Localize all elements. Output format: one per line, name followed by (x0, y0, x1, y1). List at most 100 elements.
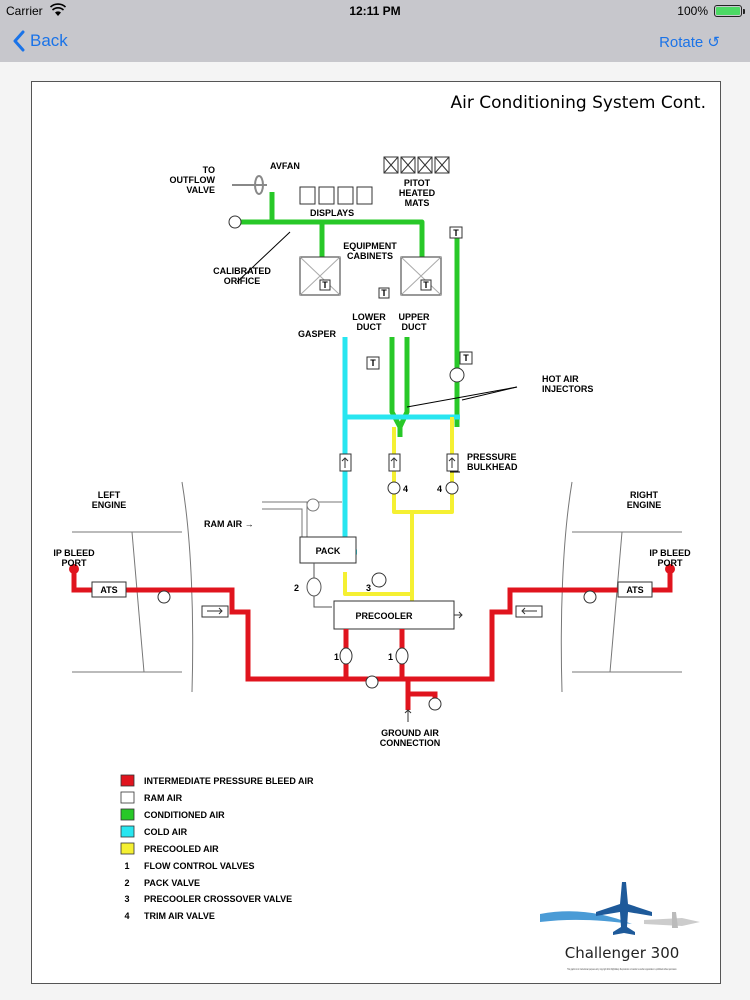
precooler-label: PRECOOLER (355, 611, 413, 621)
t-label: T (453, 228, 459, 238)
chevron-left-icon (13, 30, 25, 52)
legend-text: CONDITIONED AIR (144, 810, 225, 820)
valve-number: 2 (294, 583, 299, 593)
ip-bleed-right-label: PORT (657, 558, 683, 568)
temperature-sensors (319, 226, 473, 370)
content-area: Air Conditioning System Cont. (0, 62, 750, 1000)
pressure-label: BULKHEAD (467, 462, 518, 472)
upper-duct-label: UPPER (398, 312, 430, 322)
precooler-exhaust-arrow (454, 611, 463, 619)
ground-air-label: GROUND AIR (381, 728, 439, 738)
legend-text: PACK VALVE (144, 878, 200, 888)
fine-print: This graphic is for instructional purpos… (567, 967, 677, 971)
legend-number: 2 (124, 878, 129, 888)
up-arrows (341, 457, 456, 468)
rotate-button[interactable]: Rotate ↺ (659, 34, 720, 51)
ip-bleed-left-label: PORT (61, 558, 87, 568)
left-engine-label: LEFT (98, 490, 121, 500)
display-boxes (299, 186, 373, 205)
ground-air-label: CONNECTION (380, 738, 441, 748)
valve-number: 4 (437, 484, 442, 494)
precooler-box (333, 600, 455, 630)
t-labels: T T T T T T (322, 228, 469, 368)
valve-number: 3 (366, 583, 371, 593)
legend-swatch-precooled (120, 842, 135, 855)
legend-text: COLD AIR (144, 827, 188, 837)
lower-duct-label: DUCT (357, 322, 382, 332)
pitot-label: HEATED (399, 188, 436, 198)
ram-air-label: RAM AIR → (204, 519, 254, 529)
legend-number: 1 (124, 861, 129, 871)
ats-left-label: ATS (100, 585, 117, 595)
legend-number: 3 (124, 894, 129, 904)
right-engine-outline (560, 481, 682, 693)
t-label: T (322, 280, 328, 290)
pitot-mats-boxes (383, 156, 450, 174)
left-engine-label: ENGINE (92, 500, 127, 510)
trim-air-valves (339, 453, 459, 588)
equipment-cabinets (299, 256, 442, 296)
upper-duct-label: DUCT (402, 322, 427, 332)
battery-icon (714, 5, 745, 17)
legend-text: PRECOOLER CROSSOVER VALVE (144, 894, 292, 904)
equipment-label: EQUIPMENT (343, 241, 397, 251)
t-label: T (463, 353, 469, 363)
logo-text: Challenger 300 (565, 944, 680, 962)
pack-label: PACK (316, 546, 341, 556)
ip-bleed-right-label: IP BLEED (649, 548, 691, 558)
to-outflow-label: OUTFLOW (170, 175, 216, 185)
ats-left-box (91, 581, 127, 598)
avfan-duct (232, 175, 267, 195)
equipment-label: CABINETS (347, 251, 393, 261)
legend-text: TRIM AIR VALVE (144, 911, 215, 921)
ip-bleed-left-label: IP BLEED (53, 548, 95, 558)
air-conditioning-diagram: Air Conditioning System Cont. (53, 93, 706, 971)
legend-text: FLOW CONTROL VALVES (144, 861, 255, 871)
green-valves (228, 215, 465, 383)
bleed-check-arrows (207, 607, 537, 722)
legend-swatch-conditioned (120, 808, 135, 821)
legend-text: PRECOOLED AIR (144, 844, 219, 854)
left-bleed-port (69, 564, 79, 574)
right-bleed-port (665, 564, 675, 574)
t-label: T (423, 280, 429, 290)
pack-valve (306, 563, 332, 608)
calibrated-label: ORIFICE (224, 276, 261, 286)
to-outflow-label: TO (203, 165, 215, 175)
legend-text: INTERMEDIATE PRESSURE BLEED AIR (144, 776, 314, 786)
valve-number: 4 (403, 484, 408, 494)
legend-swatch-cold (120, 825, 135, 838)
color-legend: INTERMEDIATE PRESSURE BLEED AIR RAM AIR … (120, 774, 314, 855)
hot-air-label: INJECTORS (542, 384, 593, 394)
back-button[interactable]: Back (12, 30, 68, 52)
t-label: T (370, 358, 376, 368)
numbered-legend: 1 FLOW CONTROL VALVES 2 PACK VALVE 3 PRE… (124, 861, 292, 921)
carrier-label: Carrier (6, 4, 43, 18)
nav-bar: Back Rotate ↺ (0, 22, 750, 62)
t-label: T (381, 288, 387, 298)
status-bar: Carrier 12:11 PM 100% (0, 0, 750, 22)
to-outflow-label: VALVE (186, 185, 215, 195)
ats-right-label: ATS (626, 585, 643, 595)
left-engine-outline (72, 481, 194, 693)
clock: 12:11 PM (349, 4, 401, 18)
diagram-labels: TO OUTFLOW VALVE AVFAN DISPLAYS PITOT HE… (53, 161, 691, 748)
ram-air-duct (262, 498, 342, 542)
precooled-air-ducts (343, 417, 454, 602)
pitot-label: PITOT (404, 178, 431, 188)
back-label: Back (30, 31, 68, 50)
diagram-title: Air Conditioning System Cont. (451, 93, 706, 113)
valve-number: 1 (334, 652, 339, 662)
pressure-label: PRESSURE (467, 452, 517, 462)
legend-number: 4 (124, 911, 129, 921)
battery-percent: 100% (677, 4, 708, 18)
valve-number: 1 (388, 652, 393, 662)
wifi-icon (50, 3, 66, 16)
ats-right-box (617, 581, 653, 598)
calibrated-label: CALIBRATED (213, 266, 271, 276)
airplane-logo-icon (540, 882, 700, 935)
avfan-label: AVFAN (270, 161, 300, 171)
lower-duct-label: LOWER (352, 312, 386, 322)
leader-lines (236, 231, 518, 473)
right-engine-label: RIGHT (630, 490, 659, 500)
